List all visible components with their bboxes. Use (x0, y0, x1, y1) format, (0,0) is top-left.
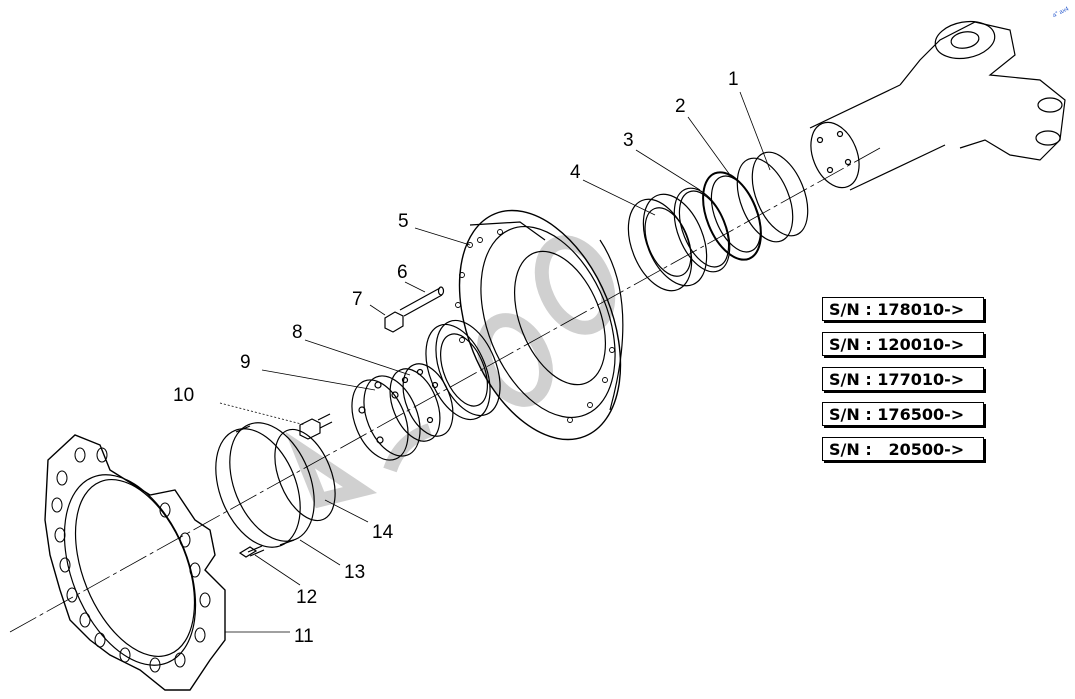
axle-spindle (809, 20, 1066, 191)
callout-5: 5 (398, 211, 409, 232)
serial-number-3: S/N : 177010-> (822, 367, 984, 391)
part-10-bolt (299, 413, 333, 440)
callout-9: 9 (240, 352, 251, 373)
serial-number-2: S/N : 120010-> (822, 332, 984, 356)
callout-7: 7 (352, 289, 363, 310)
serial-number-1: S/N : 178010-> (822, 297, 984, 321)
leader-lines (219, 91, 771, 633)
part-1-spacer (736, 151, 809, 243)
serial-number-5: S/N : 20500-> (822, 437, 984, 461)
callout-labels: 1 2 3 4 5 6 7 8 9 10 11 12 13 14 (173, 69, 739, 647)
part-12-bolt (238, 545, 265, 558)
callout-14: 14 (372, 522, 394, 543)
axis-line (9, 147, 881, 633)
part-9-washer-plate (351, 375, 421, 461)
part-6-stud (399, 286, 445, 317)
callout-4: 4 (570, 162, 581, 183)
callout-3: 3 (623, 130, 634, 151)
callout-1: 1 (728, 69, 739, 90)
part-4-bearing (627, 193, 708, 292)
part-11-flange-ring (44, 434, 226, 691)
callout-13: 13 (344, 562, 365, 583)
part-14-gasket (274, 428, 336, 522)
callout-11: 11 (294, 626, 314, 647)
part-3-o-ring (673, 187, 731, 273)
callout-6: 6 (397, 262, 408, 283)
callout-10: 10 (173, 385, 194, 406)
part-5-wheel-hub (455, 209, 624, 441)
part-2-seal-ring (702, 171, 762, 261)
part-inner-bearing (425, 319, 501, 421)
callout-2: 2 (675, 96, 686, 117)
callout-12: 12 (296, 587, 317, 608)
corner-mark: a° ax4 (1052, 6, 1071, 19)
serial-number-4: S/N : 176500-> (822, 402, 984, 426)
part-7-nut (384, 311, 404, 333)
part-13-cover-plate (215, 422, 315, 548)
callout-8: 8 (292, 322, 303, 343)
